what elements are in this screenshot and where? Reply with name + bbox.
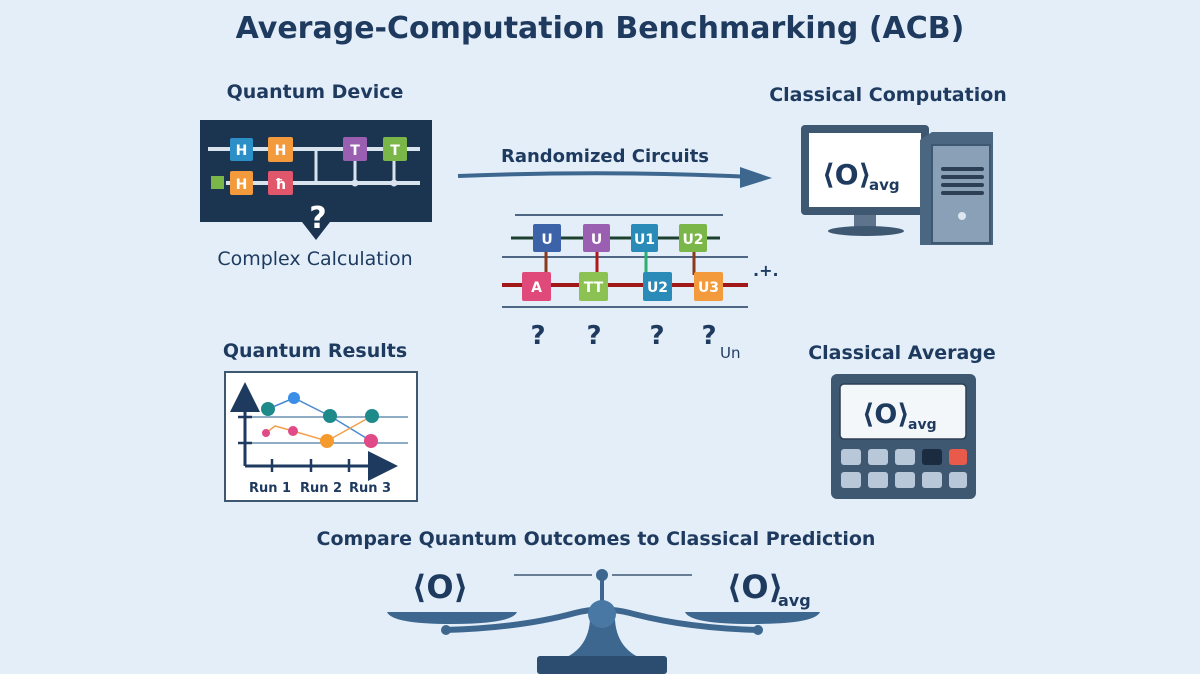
gate-t: T [383, 137, 407, 161]
quantum-expectation: ⟨O⟩ [412, 568, 468, 606]
svg-text:H: H [236, 177, 248, 193]
question-mark: ? [309, 201, 326, 236]
question-mark: ? [586, 321, 601, 351]
randomized-circuit: U U U1 U2 A TT U2 U3 ? ? ? ? Un .+. [502, 214, 779, 362]
data-point [262, 429, 270, 437]
classical-average-label: Classical Average [808, 342, 996, 364]
calculator-keys [841, 449, 967, 488]
question-mark: ? [530, 321, 545, 351]
gate-u: U [533, 224, 561, 252]
gate-a: A [522, 272, 551, 301]
data-point [288, 392, 300, 404]
svg-text:T: T [390, 143, 400, 159]
expectation-value: ⟨O⟩ [822, 158, 871, 191]
data-point [261, 402, 275, 416]
page-title: Average-Computation Benchmarking (ACB) [236, 11, 965, 46]
svg-text:T: T [350, 143, 360, 159]
svg-text:H: H [236, 143, 248, 159]
quantum-results-label: Quantum Results [223, 340, 407, 362]
gate-u: U [583, 224, 610, 252]
run-label: Run 3 [349, 481, 391, 496]
run-label: Run 2 [300, 481, 342, 496]
gate-u2: U2 [679, 224, 707, 252]
un-label: Un [720, 344, 741, 362]
data-point [288, 426, 298, 436]
avg-subscript: avg [869, 176, 900, 194]
computer-tower [920, 132, 993, 245]
svg-text:U3: U3 [698, 280, 719, 296]
svg-text:U1: U1 [634, 232, 655, 248]
quantum-device: Quantum Device H H T T H ħ ? Complex Cal… [200, 81, 432, 270]
data-point [365, 409, 379, 423]
gate-h: H [230, 138, 253, 161]
svg-text:H: H [275, 143, 287, 159]
gate-u3: U3 [694, 272, 723, 301]
svg-text:TT: TT [584, 280, 604, 296]
svg-text:U2: U2 [682, 232, 703, 248]
classical-computation-label: Classical Computation [769, 84, 1007, 106]
data-point [320, 434, 334, 448]
gate-tt: TT [579, 272, 608, 301]
data-point [323, 409, 337, 423]
arrow-head-icon [740, 167, 772, 188]
avg-subscript: avg [908, 417, 937, 433]
ellipsis-label: .+. [753, 261, 779, 280]
quantum-device-label: Quantum Device [227, 81, 404, 103]
compare-label: Compare Quantum Outcomes to Classical Pr… [317, 528, 876, 550]
expectation-value: ⟨O⟩ [862, 399, 910, 430]
gate-t: T [343, 137, 367, 161]
classical-average: Classical Average ⟨O⟩ avg [808, 342, 996, 499]
qubit-init [211, 176, 224, 189]
gate-u2: U2 [643, 272, 672, 301]
question-mark: ? [649, 321, 664, 351]
avg-subscript: avg [778, 591, 811, 610]
run-label: Run 1 [249, 481, 291, 496]
classical-expectation: ⟨O⟩ [727, 568, 783, 606]
gate-u1: U1 [631, 224, 658, 252]
svg-text:A: A [531, 280, 542, 296]
arrow-right [457, 171, 753, 179]
question-mark: ? [701, 321, 716, 351]
gate-h: H [230, 171, 253, 195]
svg-text:U2: U2 [647, 280, 668, 296]
quantum-results: Quantum Results Run 1 Run 2 Run 3 [223, 340, 418, 502]
svg-text:ħ: ħ [275, 177, 286, 193]
balance-scale: ⟨O⟩ ⟨O⟩ avg [387, 568, 820, 674]
svg-text:U: U [591, 232, 602, 248]
gate-h-bar: ħ [268, 171, 293, 195]
gate-h: H [268, 137, 293, 162]
classical-computation: Classical Computation ⟨O⟩ avg [769, 84, 1007, 245]
svg-text:U: U [541, 232, 552, 248]
complex-calculation-caption: Complex Calculation [217, 248, 412, 270]
randomized-circuits-label: Randomized Circuits [501, 146, 709, 167]
data-point [364, 434, 378, 448]
